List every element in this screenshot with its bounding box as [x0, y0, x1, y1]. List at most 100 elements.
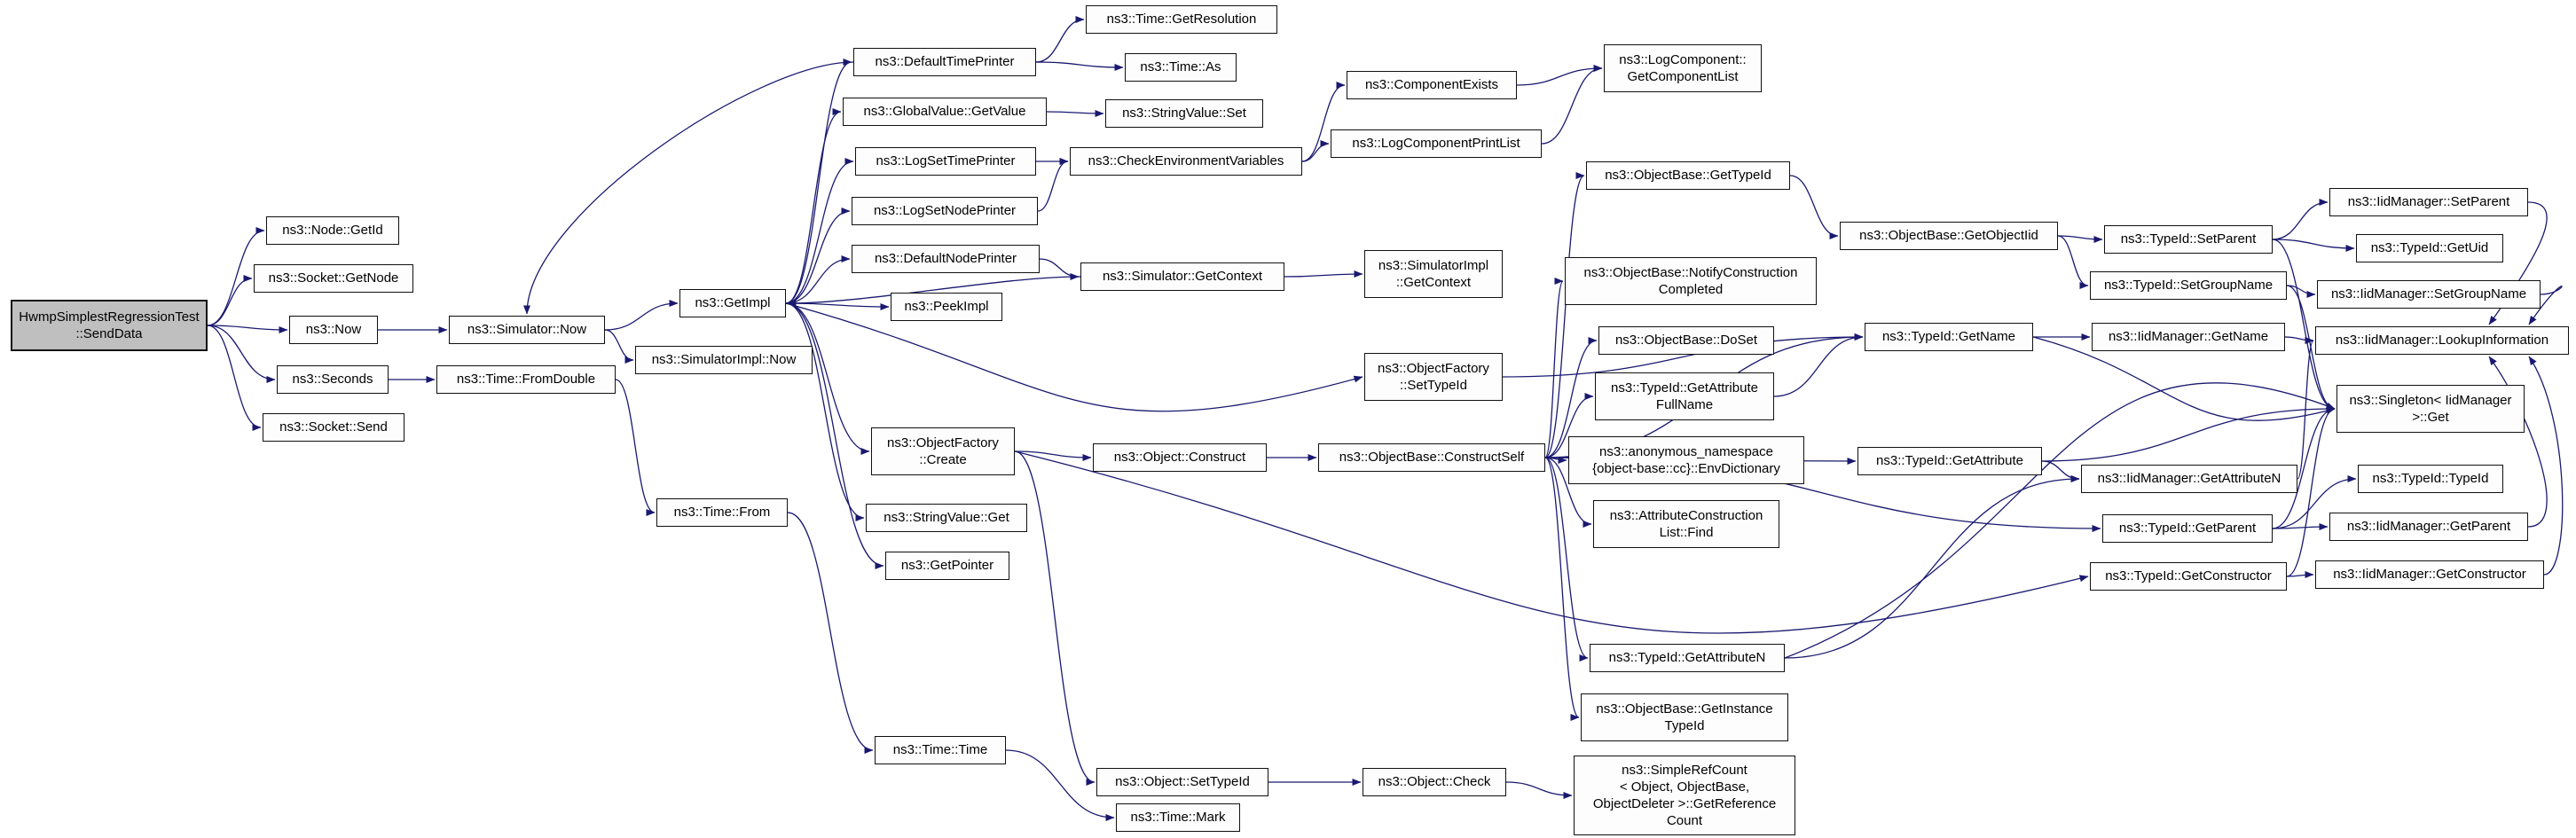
- graph-node-logcomponent-getcomponentlist[interactable]: ns3::LogComponent:: GetComponentList: [1604, 44, 1762, 92]
- graph-node-objectbase-doset[interactable]: ns3::ObjectBase::DoSet: [1598, 326, 1774, 355]
- graph-node-attributeconstructionlist-find[interactable]: ns3::AttributeConstruction List::Find: [1593, 500, 1779, 548]
- graph-node-iidmanager-getparent[interactable]: ns3::IidManager::GetParent: [2329, 513, 2528, 541]
- graph-node-typeid-getuid[interactable]: ns3::TypeId::GetUid: [2356, 234, 2503, 262]
- graph-node-iidmanager-setparent[interactable]: ns3::IidManager::SetParent: [2329, 188, 2528, 216]
- graph-node-typeid-getattributen[interactable]: ns3::TypeId::GetAttributeN: [1590, 644, 1785, 672]
- graph-node-time-from[interactable]: ns3::Time::From: [656, 498, 788, 527]
- call-edge-componentexists--logcomponent-getcomponentlist: [1516, 65, 1603, 86]
- graph-node-typeid-setgroupname[interactable]: ns3::TypeId::SetGroupName: [2090, 271, 2287, 300]
- graph-node-iidmanager-getattributen[interactable]: ns3::IidManager::GetAttributeN: [2081, 465, 2297, 493]
- call-edge-defaulttimeprinter--simulator-now: [523, 61, 854, 315]
- call-edge-getimpl--defaultnodeprinter: [785, 255, 851, 304]
- graph-node-object-settypeid[interactable]: ns3::Object::SetTypeId: [1096, 768, 1268, 796]
- graph-node-simulatorimpl-getcontext[interactable]: ns3::SimulatorImpl ::GetContext: [1364, 250, 1503, 298]
- graph-node-defaultnodeprinter[interactable]: ns3::DefaultNodePrinter: [852, 245, 1040, 273]
- call-edge-defaultnodeprinter--simulator-getcontext: [1039, 258, 1080, 280]
- call-edge-typeid-getattributen--iidmanager-getattributen: [1784, 475, 2080, 659]
- graph-node-objectfactory-create[interactable]: ns3::ObjectFactory ::Create: [871, 427, 1015, 475]
- call-edge-getimpl--peekimpl: [785, 302, 890, 310]
- graph-node-peekimpl[interactable]: ns3::PeekImpl: [891, 293, 1002, 321]
- graph-node-objectbase-notifyconstructioncompleted[interactable]: ns3::ObjectBase::NotifyConstruction Comp…: [1565, 257, 1817, 305]
- call-edge-simulator-now--simulatorimpl-now: [604, 329, 634, 364]
- graph-node-simulator-now[interactable]: ns3::Simulator::Now: [449, 316, 605, 344]
- call-edge-objectbase-getobjectiid--typeid-setparent: [2057, 235, 2103, 243]
- graph-node-stringvalue-get[interactable]: ns3::StringValue::Get: [866, 504, 1027, 532]
- call-edge-getimpl--globalvalue-getvalue: [785, 108, 842, 304]
- call-edge-typeid-getattribute--iidmanager-getattributen: [2041, 460, 2080, 482]
- graph-node-typeid-getconstructor[interactable]: ns3::TypeId::GetConstructor: [2090, 562, 2287, 591]
- call-edge-objectfactory-settypeid--typeid-getname: [1502, 333, 1864, 378]
- call-edge-iidmanager-getattributen--iidmanager-lookupinformation: [2297, 337, 2314, 480]
- call-edge-getimpl--getpointer: [785, 302, 884, 569]
- graph-node-objectbase-getinstancetypeid[interactable]: ns3::ObjectBase::GetInstance TypeId: [1581, 693, 1788, 741]
- graph-node-socket-getnode[interactable]: ns3::Socket::GetNode: [254, 264, 413, 293]
- call-edge-simulator-getcontext--getimpl: [787, 276, 1081, 307]
- call-edge-typeid-getattribute--singleton-get: [2041, 405, 2336, 462]
- graph-node-envdictionary[interactable]: ns3::anonymous_namespace {object-base::c…: [1568, 436, 1804, 484]
- graph-node-objectbase-gettypeid[interactable]: ns3::ObjectBase::GetTypeId: [1586, 161, 1790, 190]
- graph-node-now[interactable]: ns3::Now: [289, 316, 378, 344]
- graph-node-typeid-typeid[interactable]: ns3::TypeId::TypeId: [2358, 465, 2503, 493]
- graph-node-time-getresolution[interactable]: ns3::Time::GetResolution: [1086, 5, 1277, 34]
- graph-node-logsetnodeprinter[interactable]: ns3::LogSetNodePrinter: [852, 197, 1038, 225]
- graph-node-time-time[interactable]: ns3::Time::Time: [875, 736, 1006, 764]
- graph-node-logsettimeprinter[interactable]: ns3::LogSetTimePrinter: [855, 147, 1036, 176]
- call-edge-objectfactory-create--object-settypeid: [1014, 450, 1096, 786]
- graph-node-time-mark[interactable]: ns3::Time::Mark: [1116, 803, 1240, 832]
- graph-node-objectbase-getobjectiid[interactable]: ns3::ObjectBase::GetObjectIid: [1840, 222, 2058, 250]
- call-edge-objectfactory-create--object-construct: [1014, 450, 1092, 461]
- call-edge-typeid-getconstructor--singleton-get: [2286, 405, 2336, 577]
- call-edge-getimpl--logsetnodeprinter: [785, 208, 851, 304]
- graph-node-simplerefcount[interactable]: ns3::SimpleRefCount < Object, ObjectBase…: [1574, 756, 1795, 835]
- graph-node-iidmanager-setgroupname[interactable]: ns3::IidManager::SetGroupName: [2317, 280, 2541, 309]
- graph-node-stringvalue-set[interactable]: ns3::StringValue::Set: [1105, 99, 1263, 128]
- graph-node-simulatorimpl-now[interactable]: ns3::SimulatorImpl::Now: [635, 346, 813, 374]
- call-edge-getimpl--stringvalue-get: [785, 302, 865, 521]
- call-edge-typeid-setparent--iidmanager-setparent: [2272, 199, 2329, 240]
- graph-node-singleton-get[interactable]: ns3::Singleton< IidManager >::Get: [2336, 385, 2525, 433]
- graph-node-defaulttimeprinter[interactable]: ns3::DefaultTimePrinter: [853, 48, 1036, 76]
- graph-node-time-fromdouble[interactable]: ns3::Time::FromDouble: [436, 365, 616, 394]
- graph-node-object-construct[interactable]: ns3::Object::Construct: [1093, 443, 1267, 472]
- graph-node-iidmanager-getname[interactable]: ns3::IidManager::GetName: [2092, 323, 2285, 351]
- graph-node-typeid-getparent[interactable]: ns3::TypeId::GetParent: [2102, 514, 2273, 543]
- graph-node-iidmanager-lookupinformation[interactable]: ns3::IidManager::LookupInformation: [2315, 326, 2569, 355]
- call-edge-iidmanager-getconstructor--iidmanager-lookupinformation: [2528, 356, 2564, 576]
- call-edge-objectbase-constructself--objectbase-notifyconstructioncompleted: [1544, 278, 1564, 458]
- call-edge-root--now: [207, 325, 288, 333]
- graph-node-logcomponentprintlist[interactable]: ns3::LogComponentPrintList: [1331, 129, 1542, 158]
- graph-node-objectbase-constructself[interactable]: ns3::ObjectBase::ConstructSelf: [1318, 443, 1545, 472]
- call-edge-objectbase-constructself--attributeconstructionlist-find: [1544, 457, 1592, 528]
- graph-node-typeid-getattribute[interactable]: ns3::TypeId::GetAttribute: [1857, 447, 2042, 475]
- graph-node-typeid-getattributefullname[interactable]: ns3::TypeId::GetAttribute FullName: [1595, 372, 1774, 420]
- call-edge-globalvalue-getvalue--stringvalue-set: [1046, 109, 1104, 117]
- graph-node-globalvalue-getvalue[interactable]: ns3::GlobalValue::GetValue: [843, 98, 1047, 126]
- graph-node-simulator-getcontext[interactable]: ns3::Simulator::GetContext: [1080, 262, 1284, 291]
- graph-node-time-as[interactable]: ns3::Time::As: [1125, 53, 1237, 82]
- graph-node-objectfactory-settypeid[interactable]: ns3::ObjectFactory ::SetTypeId: [1364, 353, 1503, 401]
- call-edge-typeid-getattributen--singleton-get: [1784, 382, 2336, 659]
- graph-node-componentexists[interactable]: ns3::ComponentExists: [1347, 71, 1517, 99]
- call-edge-getimpl--objectfactory-create: [785, 302, 870, 455]
- graph-node-getimpl[interactable]: ns3::GetImpl: [679, 289, 786, 317]
- call-edge-getimpl--objectfactory-settypeid: [785, 302, 1363, 412]
- graph-node-typeid-setparent[interactable]: ns3::TypeId::SetParent: [2104, 225, 2273, 254]
- graph-node-seconds[interactable]: ns3::Seconds: [277, 365, 389, 394]
- graph-node-typeid-getname[interactable]: ns3::TypeId::GetName: [1865, 323, 2033, 351]
- graph-node-object-check[interactable]: ns3::Object::Check: [1363, 768, 1506, 796]
- call-edge-root--socket-send: [207, 325, 262, 431]
- graph-node-root: HwmpSimplestRegressionTest ::SendData: [11, 300, 208, 351]
- call-edge-time-time--time-mark: [1005, 749, 1115, 821]
- call-edge-objectbase-constructself--objectbase-getinstancetypeid: [1544, 457, 1580, 721]
- call-edge-checkenv--logcomponentprintlist: [1301, 140, 1330, 162]
- call-edge-root--node-getid: [207, 227, 265, 326]
- graph-node-checkenv[interactable]: ns3::CheckEnvironmentVariables: [1070, 147, 1302, 176]
- call-edge-time-fromdouble--time-from: [615, 379, 656, 516]
- graph-node-node-getid[interactable]: ns3::Node::GetId: [266, 216, 399, 245]
- call-edge-object-check--simplerefcount: [1505, 781, 1573, 799]
- graph-node-socket-send[interactable]: ns3::Socket::Send: [263, 413, 404, 442]
- call-edge-objectbase-constructself--typeid-getattributefullname: [1544, 393, 1594, 458]
- graph-node-getpointer[interactable]: ns3::GetPointer: [885, 552, 1009, 580]
- call-edge-time-from--time-time: [787, 512, 874, 754]
- graph-node-iidmanager-getconstructor[interactable]: ns3::IidManager::GetConstructor: [2315, 560, 2544, 589]
